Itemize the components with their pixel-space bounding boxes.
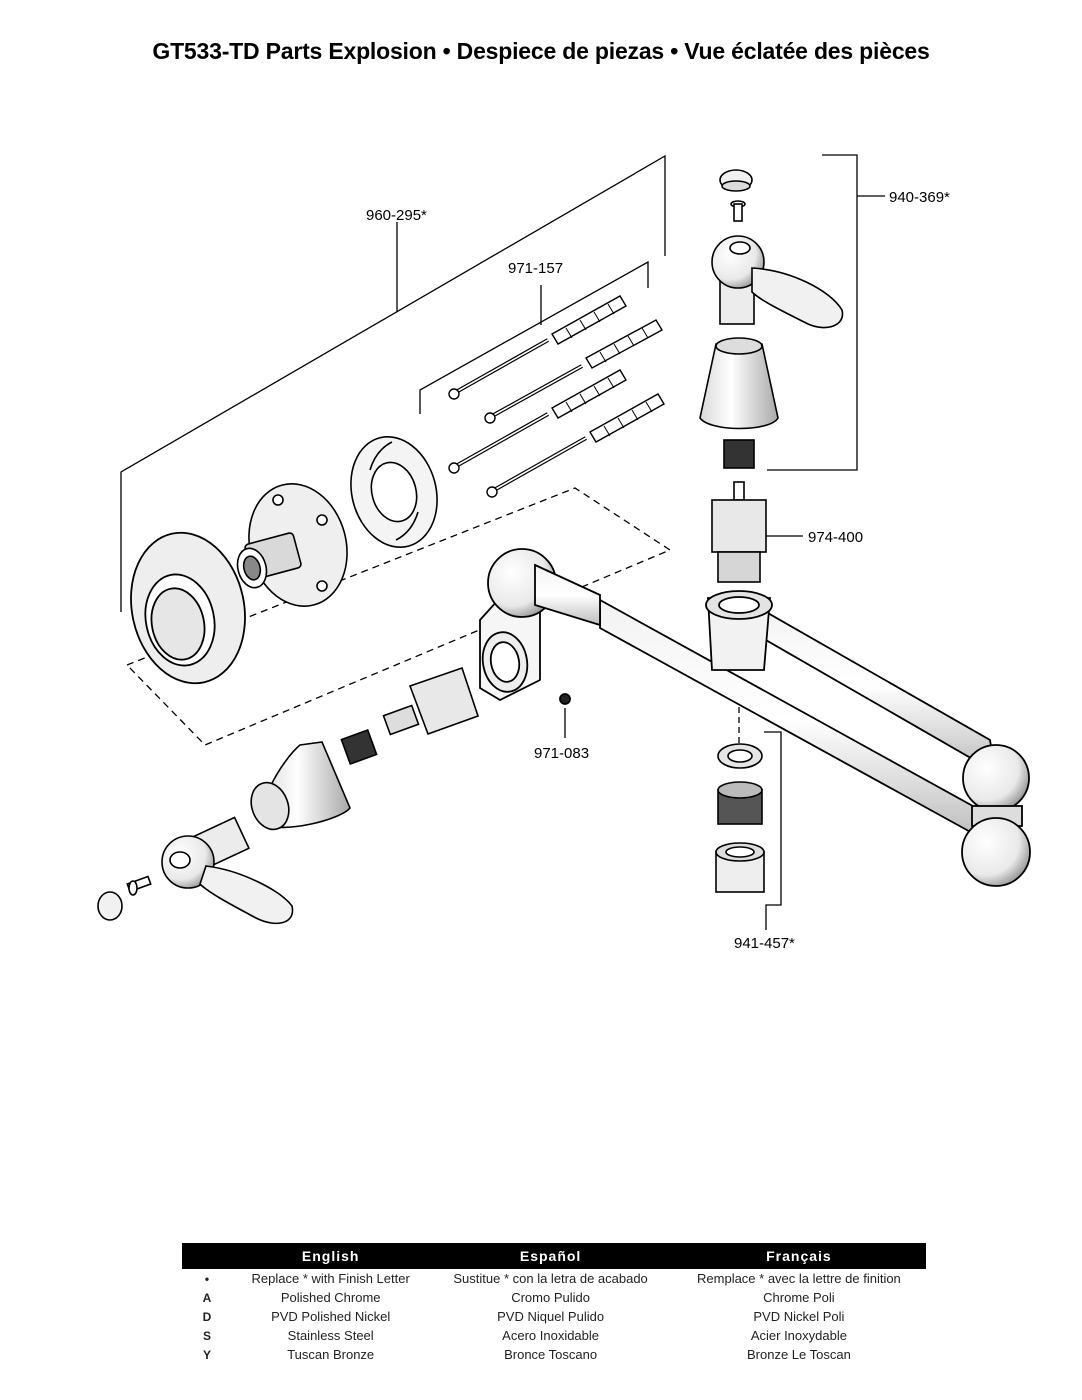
finish-english: Polished Chrome [280,1290,381,1305]
left-handle-assembly [97,666,480,925]
finish-code: Y [202,1347,211,1362]
legend-row: Y Tuscan Bronze Bronce Toscano Bronze Le… [182,1345,926,1364]
legend-header-english: English [232,1243,430,1269]
callout-974-400: 974-400 [808,529,863,546]
escutcheon [130,531,246,685]
aerator-assembly [715,743,765,893]
finish-code: • [204,1271,210,1286]
finish-french: Chrome Poli [763,1290,835,1305]
callout-lines [120,154,885,930]
legend-header-code [182,1243,232,1269]
screw [486,436,587,498]
wall-flange [236,483,348,607]
legend-row: A Polished Chrome Cromo Pulido Chrome Po… [182,1288,926,1307]
finish-spanish: Cromo Pulido [511,1290,590,1305]
legend-row: S Stainless Steel Acero Inoxidable Acier… [182,1326,926,1345]
callout-941-457: 941-457* [734,935,795,952]
legend-row: • Replace * with Finish Letter Sustitue … [182,1269,926,1288]
screw [448,412,549,474]
screw [484,364,583,424]
finish-code: A [202,1290,212,1305]
legend-header-french: Français [671,1243,926,1269]
finish-english: Replace * with Finish Letter [251,1271,410,1286]
finish-spanish: Acero Inoxidable [502,1328,600,1343]
screw [448,338,549,400]
legend-header-spanish: Español [429,1243,672,1269]
parts-explosion-diagram: 960-295* 971-157 940-369* 974-400 971-08… [97,154,1031,952]
legend-row: D PVD Polished Nickel PVD Niquel Pulido … [182,1307,926,1326]
finish-code: S [202,1328,211,1343]
finish-spanish: Bronce Toscano [504,1347,598,1362]
finish-french: Bronze Le Toscan [746,1347,851,1362]
mounting-screws [448,295,665,498]
mounting-plate [350,436,438,548]
finish-french: Remplace * avec la lettre de finition [697,1271,901,1286]
finish-english: Stainless Steel [287,1328,374,1343]
finish-english: Tuscan Bronze [287,1347,375,1362]
faucet-body [479,548,1031,887]
finish-spanish: Sustitue * con la letra de acabado [453,1271,648,1286]
right-handle-assembly [699,169,844,583]
finish-english: PVD Polished Nickel [271,1309,391,1324]
finish-spanish: PVD Niquel Pulido [497,1309,605,1324]
finish-french: PVD Nickel Poli [753,1309,845,1324]
callout-971-157: 971-157 [508,260,563,277]
callout-960-295: 960-295* [366,207,427,224]
callout-971-083: 971-083 [534,745,589,762]
callout-940-369: 940-369* [889,189,950,206]
wall-anchor [551,295,665,443]
finish-legend-table: English Español Français • Replace * wit… [182,1243,926,1364]
finish-french: Acier Inoxydable [750,1328,847,1343]
legend-header-row: English Español Français [182,1243,926,1269]
finish-code: D [202,1309,212,1324]
page-title: GT533-TD Parts Explosion • Despiece de p… [152,38,930,64]
